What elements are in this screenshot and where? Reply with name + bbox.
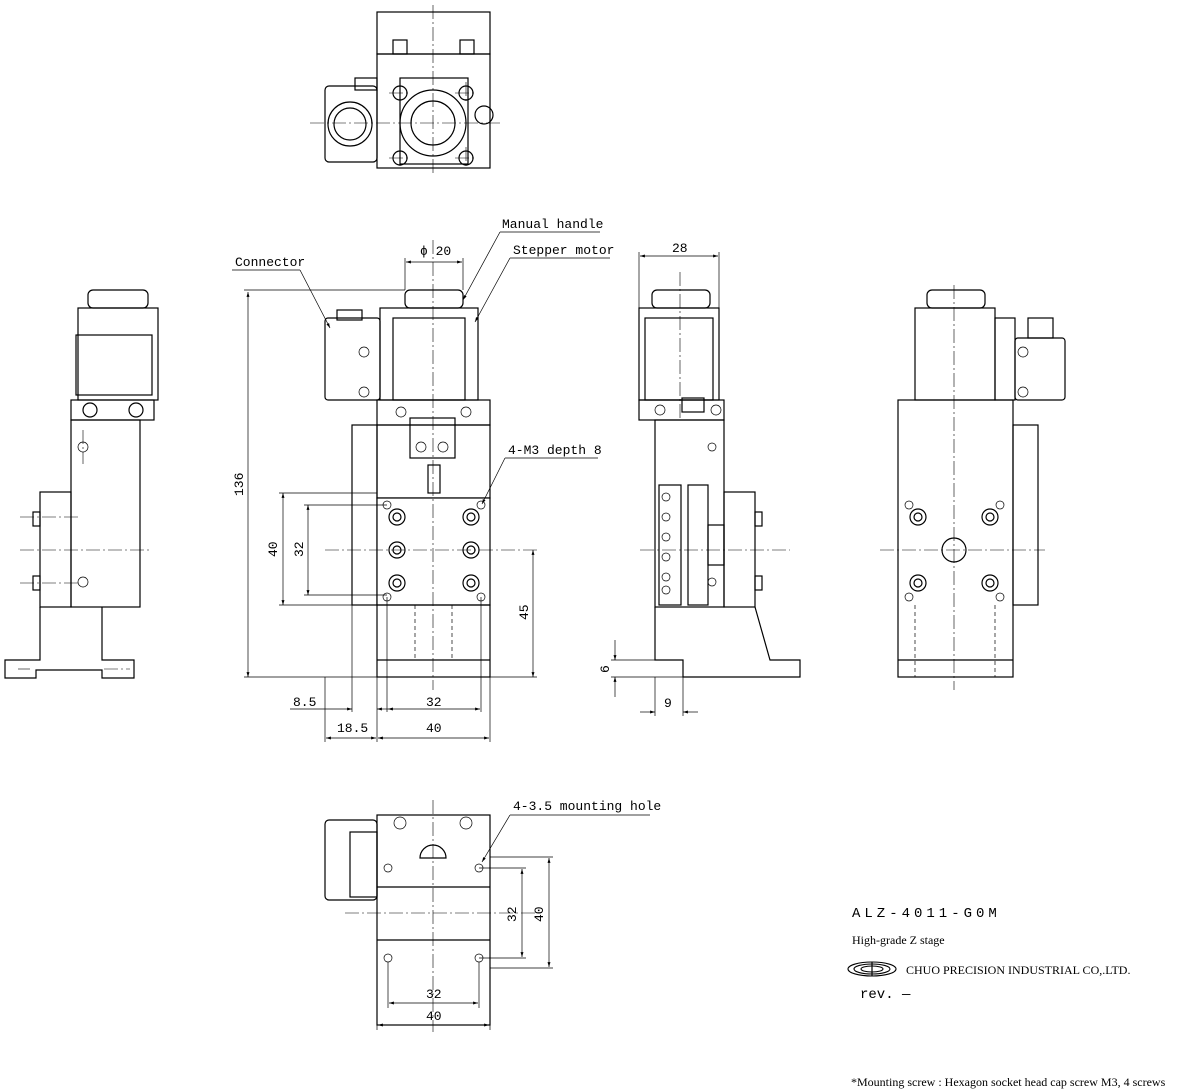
manual-handle-label: Manual handle [502, 217, 603, 232]
product-description: High-grade Z stage [852, 933, 945, 947]
right-side-view [611, 252, 801, 716]
tapped-holes-label: 4-M3 depth 8 [508, 443, 602, 458]
dim-45: 45 [517, 604, 532, 620]
company-name: CHUO PRECISION INDUSTRIAL CO,.LTD. [906, 963, 1130, 977]
dim-32-bottom: 32 [426, 695, 442, 710]
title-block: ALZ-4011-G0M High-grade Z stage CHUO PRE… [847, 906, 1166, 1089]
bottom-dim-32-horiz: 32 [426, 987, 442, 1002]
bottom-dim-32-vert: 32 [505, 906, 520, 922]
dim-32-left: 32 [292, 541, 307, 557]
revision: rev. ― [860, 987, 911, 1003]
dim-18-5: 18.5 [337, 721, 368, 736]
bottom-dim-40-vert: 40 [532, 906, 547, 922]
bottom-dim-40-horiz: 40 [426, 1009, 442, 1024]
dim-40-bottom: 40 [426, 721, 442, 736]
dim-phi20: ϕ 20 [420, 244, 451, 259]
mounting-holes-label: 4-3.5 mounting hole [513, 799, 661, 814]
top-view [310, 5, 500, 175]
model-number: ALZ-4011-G0M [852, 906, 1001, 922]
rear-view [880, 285, 1066, 690]
connector-label: Connector [235, 255, 305, 270]
front-view [232, 231, 610, 742]
dim-40-left: 40 [266, 541, 281, 557]
dim-8-5: 8.5 [293, 695, 316, 710]
bottom-view [324, 800, 650, 1032]
mounting-screw-note: *Mounting screw : Hexagon socket head ca… [851, 1075, 1166, 1089]
left-side-view [4, 289, 159, 679]
company-logo [847, 961, 897, 977]
dim-6: 6 [598, 665, 613, 673]
dim-136: 136 [232, 473, 247, 496]
stepper-motor-label: Stepper motor [513, 243, 614, 258]
dim-28: 28 [672, 241, 688, 256]
dim-9: 9 [664, 696, 672, 711]
drawing-labels: Manual handle Stepper motor Connector 4-… [232, 217, 688, 1024]
